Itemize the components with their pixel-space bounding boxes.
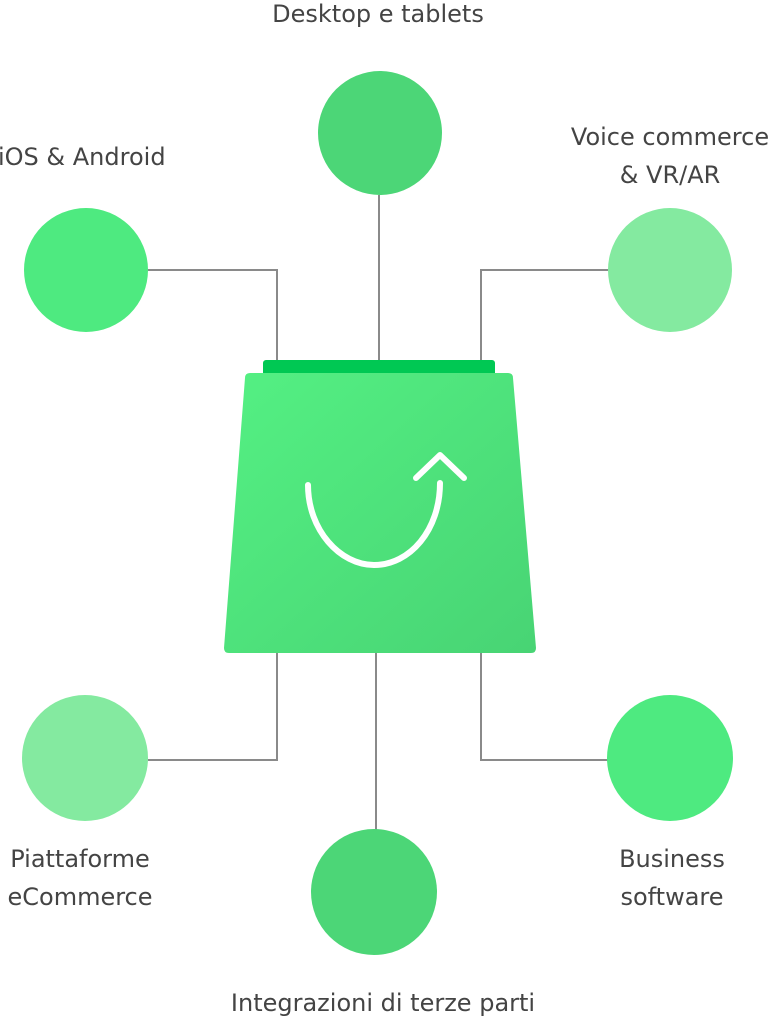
connector-top-left [148, 269, 278, 362]
node-circle-top [318, 71, 442, 195]
label-top: Desktop e tablets [272, 0, 484, 28]
node-circle-bottom-right [607, 695, 733, 821]
connector-top-right [480, 269, 608, 362]
label-bottom-right-1: Business [619, 845, 725, 873]
smile-arrow-icon [305, 480, 443, 569]
node-circle-bottom-left [22, 695, 148, 821]
node-circle-top-right [608, 208, 732, 332]
label-bottom-left-1: Piattaforme [10, 845, 150, 873]
connector-bottom-left [148, 652, 278, 761]
arrow-head-icon [413, 452, 467, 481]
label-top-right-1: Voice commerce [571, 123, 769, 151]
node-circle-bottom [311, 829, 437, 955]
bag-body [224, 373, 536, 653]
label-bottom: Integrazioni di terze parti [231, 989, 535, 1017]
label-top-right-2: & VR/AR [620, 161, 721, 189]
node-circle-top-left [24, 208, 148, 332]
label-top-left: iOS & Android [0, 143, 166, 171]
connector-bottom-right [480, 652, 608, 761]
label-bottom-right-2: software [620, 883, 723, 911]
shopping-bag-refresh-icon [224, 360, 536, 653]
label-bottom-left-2: eCommerce [7, 883, 152, 911]
connector-lines [148, 195, 608, 830]
